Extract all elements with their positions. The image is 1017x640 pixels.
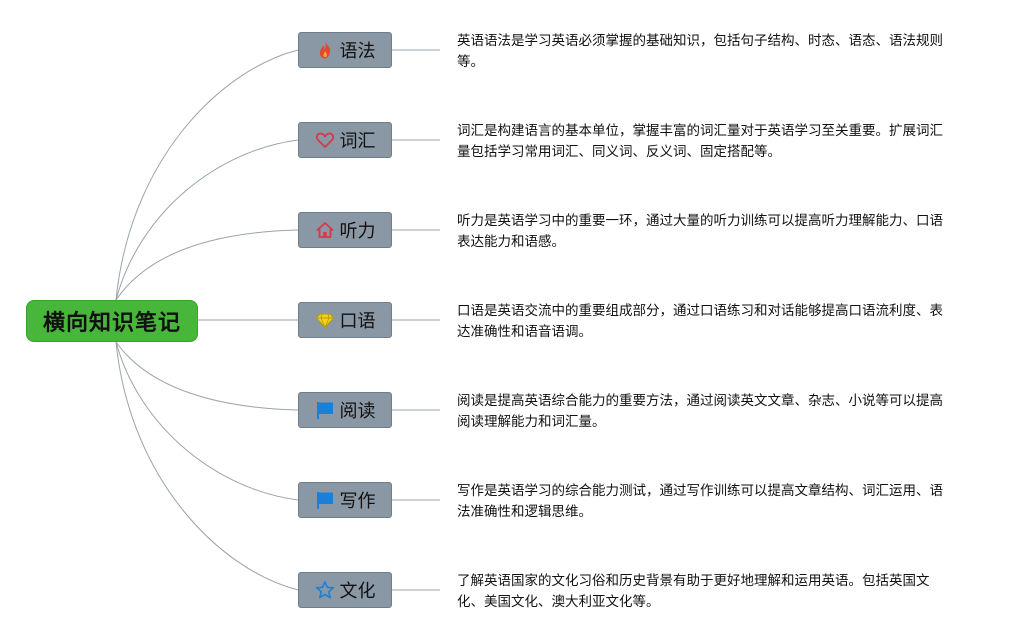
branch-listening[interactable]: 听力	[298, 212, 392, 248]
note-culture: 了解英语国家的文化习俗和历史背景有助于更好地理解和运用英语。包括英国文化、美国文…	[457, 573, 930, 610]
note-vocabulary: 词汇是构建语言的基本单位，掌握丰富的词汇量对于英语学习至关重要。扩展词汇量包括学…	[457, 123, 943, 160]
house-icon	[315, 220, 335, 240]
branch-reading[interactable]: 阅读	[298, 392, 392, 428]
branch-culture[interactable]: 文化	[298, 572, 392, 608]
connector-root-branch-7	[115, 341, 299, 591]
diamond-icon	[315, 310, 335, 330]
branch-writing[interactable]: 写作	[298, 482, 392, 518]
flag-icon	[315, 400, 335, 420]
branch-label: 写作	[339, 491, 376, 512]
note-grammar: 英语语法是学习英语必须掌握的基础知识，包括句子结构、时态、语态、语法规则等。	[457, 33, 943, 70]
heart-icon	[315, 130, 335, 150]
branch-label: 语法	[339, 41, 376, 62]
root-topic-label: 横向知识笔记	[42, 311, 181, 336]
branch-label: 词汇	[339, 131, 376, 152]
branch-label: 口语	[339, 311, 376, 332]
note-reading: 阅读是提高英语综合能力的重要方法，通过阅读英文文章、杂志、小说等可以提高阅读理解…	[457, 393, 943, 430]
note-writing: 写作是英语学习的综合能力测试，通过写作训练可以提高文章结构、词汇运用、语法准确性…	[457, 483, 943, 520]
connector-root-branch-5	[115, 341, 299, 411]
flag-icon	[315, 490, 335, 510]
branch-label: 听力	[339, 221, 376, 242]
connector-root-branch-6	[115, 341, 299, 501]
connector-root-branch-3	[115, 229, 299, 301]
root-topic[interactable]: 横向知识笔记	[26, 300, 198, 342]
branch-grammar[interactable]: 语法	[298, 32, 392, 68]
star-icon	[315, 580, 335, 600]
connector-root-branch-1	[115, 49, 299, 301]
branch-label: 阅读	[339, 401, 376, 422]
note-listening: 听力是英语学习中的重要一环，通过大量的听力训练可以提高听力理解能力、口语表达能力…	[457, 213, 943, 250]
note-speaking: 口语是英语交流中的重要组成部分，通过口语练习和对话能够提高口语流利度、表达准确性…	[457, 303, 943, 340]
branch-label: 文化	[339, 581, 376, 602]
connector-root-branch-2	[115, 139, 299, 301]
branch-speaking[interactable]: 口语	[298, 302, 392, 338]
branch-vocabulary[interactable]: 词汇	[298, 122, 392, 158]
fire-icon	[315, 40, 335, 60]
